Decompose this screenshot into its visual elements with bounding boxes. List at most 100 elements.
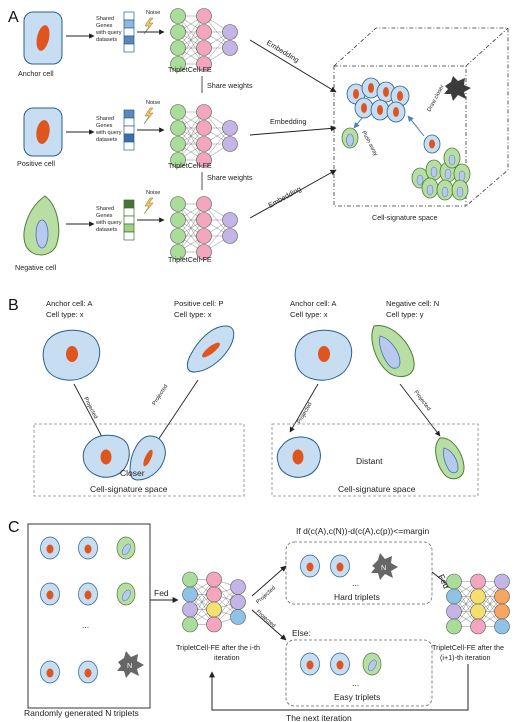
network-node xyxy=(196,136,212,152)
b-left-projected-label-1: Projected xyxy=(82,396,98,420)
fed-label-1: Fed xyxy=(154,588,169,598)
network-node xyxy=(222,136,238,152)
hard-triplets-box xyxy=(285,541,433,605)
positive-cell-a xyxy=(23,107,63,157)
projected-arrow-hard xyxy=(251,565,287,597)
network-node xyxy=(446,603,462,620)
hard-noise-icon xyxy=(371,553,398,580)
network-node xyxy=(196,228,212,244)
gene-vector-anchor xyxy=(123,11,135,53)
noise-label-1: Noise xyxy=(146,10,160,16)
network-node xyxy=(206,616,222,633)
network-node xyxy=(196,152,212,168)
network-node xyxy=(470,603,486,620)
easy-ellipsis: ... xyxy=(352,678,359,688)
panel-b-letter: B xyxy=(8,297,19,314)
cell-nucleus xyxy=(84,544,92,554)
network-node xyxy=(182,571,198,588)
drawn-positive-cell xyxy=(423,134,441,154)
embedding-arrow-3 xyxy=(249,169,337,219)
network-node xyxy=(196,120,212,136)
shared-genes-label-3: Shared Genes with query datasets xyxy=(95,206,122,233)
blue-cell-cluster xyxy=(346,77,410,123)
svg-text:Shared: Shared xyxy=(96,116,114,122)
b-right-anchor-cell xyxy=(294,329,353,381)
b-right-projected-arrow-2 xyxy=(399,383,441,437)
negative-cell-a xyxy=(23,195,60,256)
network-node xyxy=(470,573,486,590)
network-node xyxy=(196,24,212,40)
random-triplets-label: Randomly generated N triplets xyxy=(24,708,139,718)
green-cell-cluster xyxy=(411,147,471,201)
cell-nucleus xyxy=(306,660,314,670)
network-node xyxy=(182,586,198,603)
hard-noise-n: N xyxy=(381,563,386,572)
b-right-anchor-title: Anchor cell: A xyxy=(290,299,337,308)
network-node xyxy=(230,594,246,610)
embedding-label-2: Embedding xyxy=(270,117,306,126)
network-edge xyxy=(453,581,479,627)
triplet-network-iter-i1 xyxy=(446,573,510,635)
network-node xyxy=(446,573,462,590)
triplets-box xyxy=(27,523,151,709)
network-node xyxy=(222,228,238,244)
shared-genes-label-1: Shared Genes with query datasets xyxy=(95,16,122,43)
cell-nucleus xyxy=(84,590,92,600)
noise-lightning-icon xyxy=(143,17,154,35)
positive-cell-label: Positive cell xyxy=(17,159,55,168)
svg-text:datasets: datasets xyxy=(96,37,117,43)
network-node xyxy=(170,244,186,260)
network-edge xyxy=(177,15,205,65)
b-left-anchor-title: Anchor cell: A xyxy=(46,299,93,308)
svg-text:datasets: datasets xyxy=(96,227,117,233)
embedding-label-1: Embedding xyxy=(265,38,301,64)
cell-nucleus xyxy=(46,668,54,678)
gene-vector-negative xyxy=(123,199,135,241)
network-node xyxy=(170,212,186,228)
network-node xyxy=(170,8,186,24)
b-right-neg-title: Negative cell: N xyxy=(386,299,439,308)
b-left-pos-title: Positive cell: P xyxy=(174,299,223,308)
b-left-space-box xyxy=(33,423,245,497)
triplet-network-iter-i xyxy=(182,571,246,633)
network-node xyxy=(206,601,222,618)
easy-triplets-box xyxy=(285,639,433,707)
gene-vector-positive xyxy=(123,109,135,151)
b-right-negative-cell xyxy=(371,325,415,378)
embedding-arrow-2 xyxy=(249,125,337,136)
embedding-label-3: Embedding xyxy=(267,184,303,210)
b-left-closer-positive-cell xyxy=(129,435,166,481)
network-node xyxy=(206,586,222,603)
anchor-cell-a xyxy=(23,11,63,65)
network-node xyxy=(494,588,510,605)
svg-text:datasets: datasets xyxy=(96,137,117,143)
triplets-ellipsis: ... xyxy=(82,620,89,630)
network-node xyxy=(170,152,186,168)
network-node xyxy=(170,136,186,152)
triplet-noise-n: N xyxy=(127,661,132,670)
pushed-negative-cell xyxy=(341,127,359,149)
cell-nucleus xyxy=(84,668,92,678)
projected-label-easy: Projected xyxy=(255,609,277,629)
hard-triplets-label: Hard triplets xyxy=(334,592,380,602)
b-right-distant-negative-cell xyxy=(435,437,465,480)
svg-text:with query: with query xyxy=(95,30,122,36)
share-weights-label-2: Share weights xyxy=(207,173,253,182)
b-left-pos-type: Cell type: x xyxy=(174,310,212,319)
cell-signature-space-box xyxy=(333,27,509,207)
cell-nucleus xyxy=(368,659,377,672)
draw-closer-label: Draw closer xyxy=(426,84,445,113)
shared-genes-label-2: Shared Genes with query datasets xyxy=(95,116,122,143)
network-label-1: TripletCell-FE xyxy=(168,65,212,74)
embedding-arrow-1 xyxy=(249,39,337,93)
svg-text:with query: with query xyxy=(95,220,122,226)
network-label-3: TripletCell-FE xyxy=(168,255,212,264)
svg-text:Shared: Shared xyxy=(96,16,114,22)
network-node xyxy=(170,56,186,72)
draw-closer-arrow xyxy=(407,115,425,137)
push-away-arrow xyxy=(353,117,363,129)
network-node xyxy=(196,40,212,56)
b-right-anchor-type: Cell type: x xyxy=(290,310,328,319)
network-edge xyxy=(189,579,215,625)
